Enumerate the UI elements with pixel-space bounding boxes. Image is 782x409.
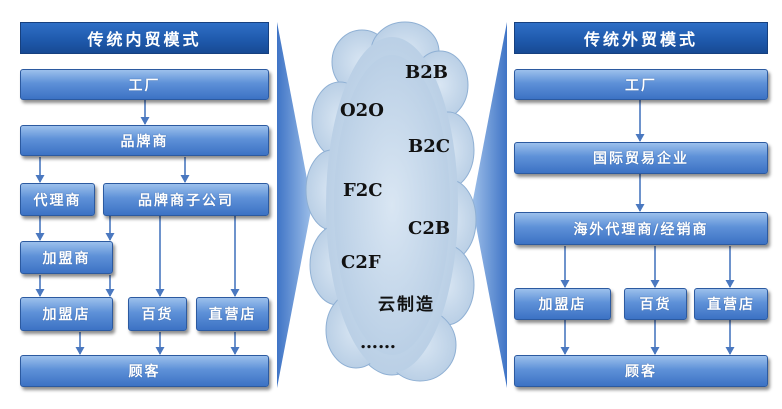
domestic-customer-box: 顾客 [20, 355, 269, 387]
foreign-overseas-agent-box: 海外代理商/经销商 [514, 212, 768, 245]
cloud-shape [305, 21, 477, 382]
cloud-item-b2b: B2B [405, 62, 448, 83]
foreign-trade-company-box: 国际贸易企业 [514, 142, 768, 174]
domestic-department-store-box: 百货 [128, 297, 187, 331]
domestic-franchise-store-box: 加盟店 [20, 297, 113, 331]
foreign-franchise-store-box: 加盟店 [514, 288, 611, 320]
foreign-arrows [560, 100, 735, 355]
cloud-item-ellipsis: …… [360, 332, 396, 353]
cloud-item-c2f: C2F [341, 252, 381, 273]
domestic-arrows [35, 100, 240, 355]
cloud-item-c2b: C2B [408, 218, 451, 239]
right-triangle [472, 22, 507, 388]
cloud-item-f2c: F2C [343, 180, 383, 201]
domestic-factory-box: 工厂 [20, 69, 269, 100]
domestic-subsidiary-box: 品牌商子公司 [103, 183, 269, 216]
foreign-direct-store-box: 直营店 [694, 288, 768, 320]
left-triangle [277, 22, 312, 388]
domestic-franchisor-box: 加盟商 [20, 241, 113, 274]
foreign-title: 传统外贸模式 [514, 22, 768, 54]
cloud-item-cloud-manufacturing: 云制造 [378, 295, 435, 315]
domestic-brand-box: 品牌商 [20, 125, 269, 156]
domestic-agent-box: 代理商 [20, 183, 95, 216]
foreign-factory-box: 工厂 [514, 69, 768, 100]
foreign-department-store-box: 百货 [624, 288, 687, 320]
domestic-direct-store-box: 直营店 [196, 297, 269, 331]
domestic-title: 传统内贸模式 [20, 22, 269, 54]
foreign-customer-box: 顾客 [514, 355, 768, 387]
cloud-item-b2c: B2C [408, 136, 451, 157]
cloud-item-o2o: O2O [340, 100, 384, 121]
